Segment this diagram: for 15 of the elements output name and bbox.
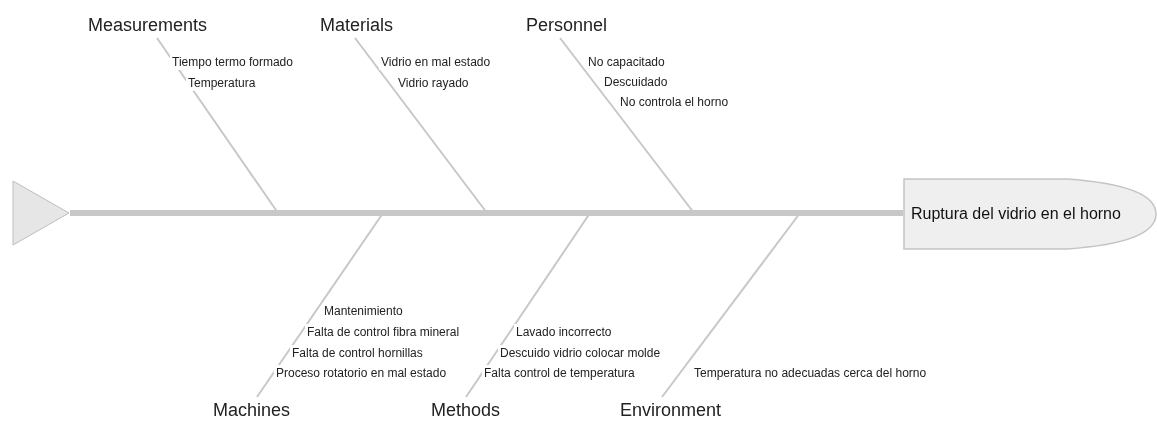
category-label: Measurements (88, 14, 209, 37)
category-label: Materials (320, 14, 395, 37)
cause-label: Vidrio en mal estado (379, 54, 493, 70)
cause-label: Falta control de temperatura (482, 365, 637, 381)
problem-statement: Ruptura del vidrio en el horno (910, 204, 1121, 224)
cause-label: Tiempo termo formado (170, 54, 295, 70)
cause-label: Vidrio rayado (396, 75, 471, 91)
spine-line (70, 210, 903, 216)
category-label: Personnel (526, 14, 609, 37)
category-label: Machines (213, 399, 292, 421)
category-label: Environment (620, 399, 723, 421)
cause-label: Temperatura (186, 75, 258, 91)
cause-label: Temperatura no adecuadas cerca del horno (692, 365, 929, 381)
category-label: Methods (431, 399, 502, 421)
cause-label: No capacitado (586, 54, 667, 70)
